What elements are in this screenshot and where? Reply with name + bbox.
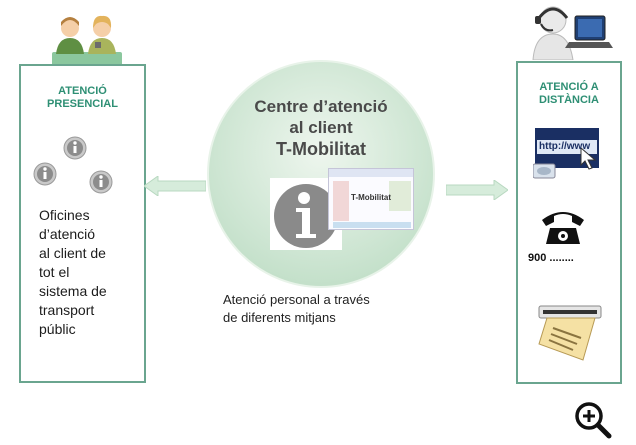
arrow-right-icon [445,179,509,201]
t-mobilitat-screen-thumbnail: T-Mobilitat [328,168,414,230]
remote-title: ATENCIÓ A DISTÀNCIA [539,81,599,106]
info-badge-icon [33,162,57,186]
center-title-line3: T-Mobilitat [276,139,366,159]
thumbnail-label: T-Mobilitat [351,193,391,202]
web-url-label: http://www [539,141,591,152]
in-person-title: ATENCIÓ PRESENCIAL [47,85,118,110]
mail-envelope-icon [535,304,605,362]
center-title-line2: al client [289,118,353,137]
in-person-panel: ATENCIÓ PRESENCIAL Oficines d’atenció al… [19,64,146,383]
center-caption: Atenció personal a través de diferents m… [223,292,370,325]
info-badge-icon [63,136,87,160]
arrow-left-icon [143,175,207,197]
info-badge-icon [89,170,113,194]
telephone-icon [540,206,586,246]
in-person-description: Oficines d’atenció al client de tot el s… [39,207,107,337]
people-at-desk-icon [50,12,125,70]
call-center-agent-icon [523,4,615,61]
web-browser-icon: http://www [532,126,603,180]
zoom-in-icon[interactable] [573,400,613,440]
center-title-line1: Centre d’atenció [254,97,388,116]
phone-number: 900 ........ [528,252,574,264]
